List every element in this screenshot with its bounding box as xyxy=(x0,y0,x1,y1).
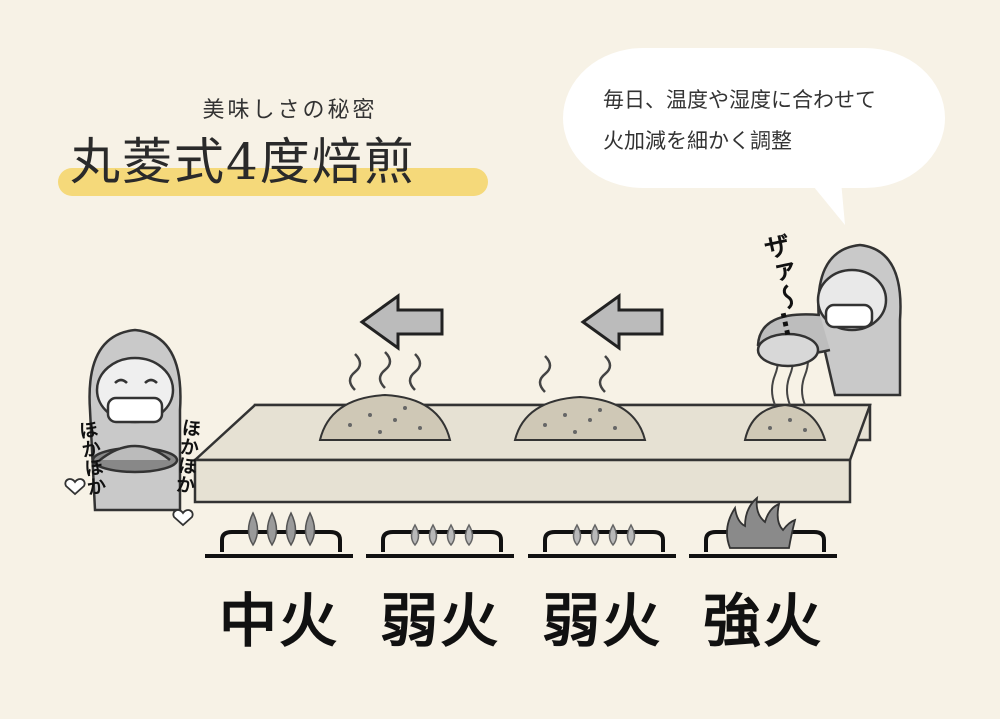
roasting-pan xyxy=(191,403,872,504)
flame-medium-icon xyxy=(247,511,316,547)
speech-line-2: 火加減を細かく調整 xyxy=(603,129,792,153)
speech-text: 毎日、温度や湿度に合わせて 火加減を細かく調整 xyxy=(603,80,943,162)
heart-icon xyxy=(64,478,194,527)
page-title: 丸菱式4度焙煎 xyxy=(70,133,416,191)
worker-pouring xyxy=(756,243,902,397)
bean-pile xyxy=(318,393,827,441)
speech-bubble xyxy=(563,48,945,188)
heat-label-low: 弱火 xyxy=(379,587,500,655)
arrow-left-icon xyxy=(359,293,444,351)
steam-icon xyxy=(348,351,612,393)
flame-low-icon xyxy=(572,523,636,547)
arrow-left-icon xyxy=(580,293,664,351)
heat-label-low: 弱火 xyxy=(541,587,662,655)
heat-label-high: 強火 xyxy=(702,587,823,655)
flame-high-icon xyxy=(726,495,797,549)
worker-serving xyxy=(88,328,182,512)
speech-line-1: 毎日、温度や湿度に合わせて xyxy=(603,88,876,112)
speech-bubble-tail xyxy=(800,170,845,225)
subtitle: 美味しさの秘密 xyxy=(202,98,378,123)
heat-label-medium: 中火 xyxy=(218,587,339,655)
title-highlight xyxy=(58,168,488,196)
flame-low-icon xyxy=(410,523,474,547)
